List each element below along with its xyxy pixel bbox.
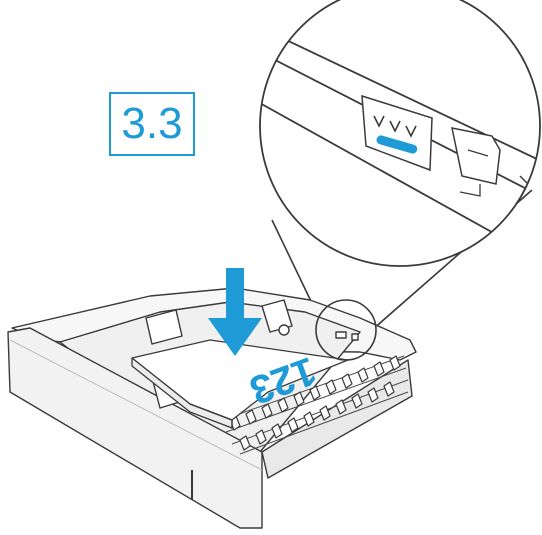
focus-circle [315, 299, 377, 361]
max-fill-marks-icon [373, 115, 417, 138]
step-number-box: 3.3 [109, 92, 195, 156]
max-fill-indicator [376, 135, 418, 154]
down-arrow-icon [208, 268, 262, 356]
paper-stack [131, 339, 349, 429]
step-number: 3.3 [121, 99, 183, 148]
magnified-view [259, 0, 541, 267]
